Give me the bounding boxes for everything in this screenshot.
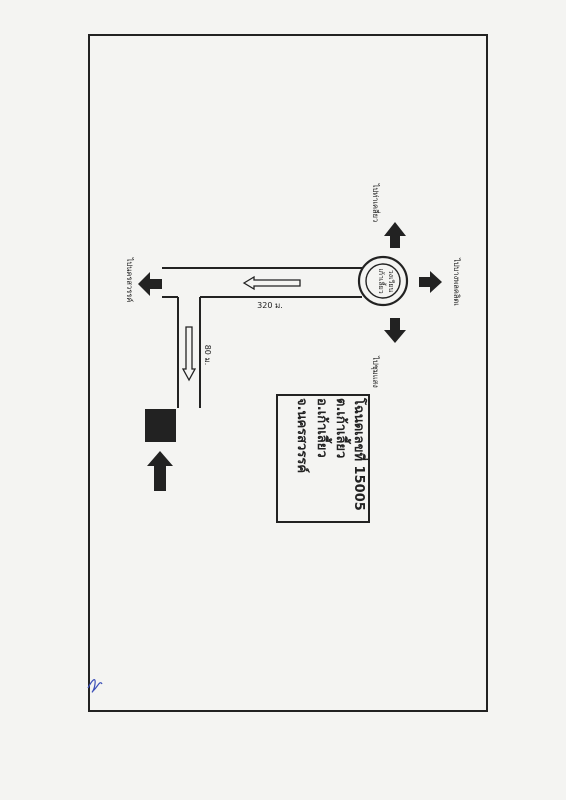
arrow-up-icon xyxy=(384,222,406,248)
arrow-right-icon xyxy=(419,271,442,293)
direction-bottom-label: ไปชุมแสง xyxy=(371,355,380,388)
plot-arrow-icon xyxy=(147,451,173,491)
roundabout-label-1: วงเวียน xyxy=(387,270,395,293)
roundabout: วงเวียน เก้าเลี้ยว xyxy=(357,255,409,307)
plot-marker xyxy=(145,409,176,442)
direction-right-label: ไปบางพลคลิตเ xyxy=(452,257,461,306)
address-box xyxy=(276,394,370,523)
address-line-3: อ.เก้าเลี้ยว xyxy=(314,398,333,458)
address-line-2: ต.เก้าเลี้ยว xyxy=(333,398,352,458)
direction-top-label: ไปท่าเคลี่ยว xyxy=(371,183,381,222)
roundabout-label-2: เก้าเลี้ยว xyxy=(377,268,388,293)
signature-mark xyxy=(87,679,103,693)
address-line-4: จ.นครสวรรค์ xyxy=(294,398,310,473)
address-line-1: โฉนดเลขที่ 15005 xyxy=(351,397,369,511)
distance-main-road: 320 ม. xyxy=(257,301,283,310)
route-arrow-main-road xyxy=(242,275,301,291)
route-arrow-side-road xyxy=(181,326,197,382)
arrow-down-icon xyxy=(384,318,406,343)
distance-side-road: 80 ม. xyxy=(203,345,212,366)
map-frame xyxy=(88,34,488,712)
direction-left-road-label: ไปนครสวรรค์ xyxy=(125,257,134,303)
arrow-left-icon xyxy=(138,272,162,296)
